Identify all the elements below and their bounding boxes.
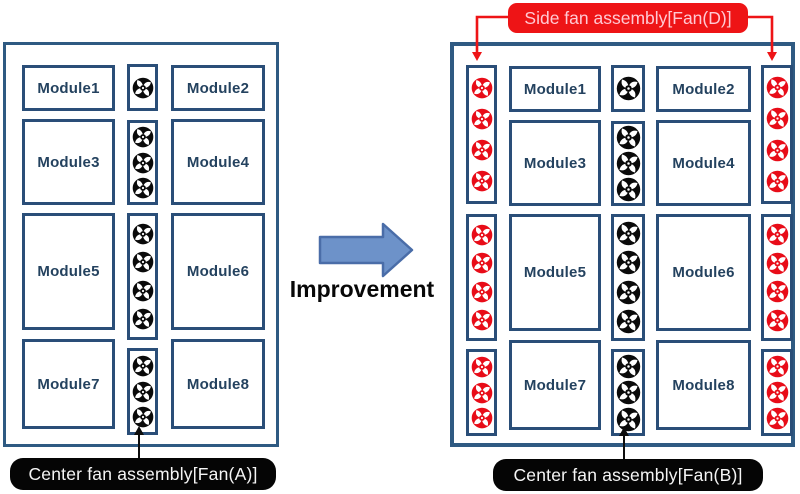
module-box: Module6 <box>171 213 265 330</box>
module-box: Module1 <box>22 65 115 111</box>
module-label: Module1 <box>37 79 100 97</box>
fan-icon <box>616 280 640 304</box>
fan-icon <box>471 382 492 403</box>
module-box: Module5 <box>509 214 601 331</box>
side-fan-section-left <box>466 349 497 436</box>
fan-icon <box>766 355 788 378</box>
fan-icon <box>616 380 640 405</box>
module-box: Module5 <box>22 213 115 330</box>
fan-icon <box>471 310 492 331</box>
module-box: Module7 <box>509 340 601 430</box>
center-fan-section <box>127 348 158 435</box>
fan-icon <box>616 76 640 101</box>
fan-icon <box>616 407 640 431</box>
side-fan-section-right <box>761 349 793 436</box>
fan-icon <box>132 177 153 199</box>
fan-icon <box>132 152 153 173</box>
center-fan-section <box>611 65 645 112</box>
fan-icon <box>132 355 153 377</box>
module-box: Module4 <box>171 119 265 205</box>
module-label: Module3 <box>523 154 587 172</box>
fan-icon <box>471 356 492 378</box>
fan-icon <box>766 139 788 161</box>
side-fan-section-right <box>761 65 793 204</box>
fan-icon <box>471 108 492 130</box>
side-fan-section-left <box>466 214 497 341</box>
module-label: Module4 <box>186 153 250 171</box>
center-fan-section <box>127 64 158 111</box>
fan-icon <box>616 125 640 150</box>
module-box: Module8 <box>656 340 751 430</box>
module-box: Module8 <box>171 339 265 429</box>
module-box: Module3 <box>22 119 115 205</box>
module-label: Module1 <box>523 80 587 98</box>
fan-icon <box>471 281 492 303</box>
fan-icon <box>766 108 788 130</box>
fan-icon <box>766 170 788 193</box>
module-label: Module2 <box>672 80 735 98</box>
module-box: Module6 <box>656 214 751 331</box>
fan-icon <box>766 309 788 332</box>
fan-icon <box>766 407 788 430</box>
module-box: Module3 <box>509 120 601 206</box>
fan-icon <box>616 251 640 275</box>
center-fan-section <box>127 120 158 205</box>
module-label: Module5 <box>37 263 100 280</box>
side-fan-assembly-label: Side fan assembly[Fan(D)] <box>508 3 748 33</box>
module-box: Module7 <box>22 339 115 429</box>
side-fan-section-left <box>466 65 497 204</box>
fan-icon <box>471 170 492 192</box>
fan-icon <box>616 354 640 378</box>
fan-icon <box>616 177 640 202</box>
module-label: Module8 <box>186 375 250 393</box>
fan-icon <box>132 126 153 148</box>
improvement-arrow-icon <box>318 222 414 278</box>
center-fan-section <box>127 213 158 340</box>
fan-icon <box>766 252 788 274</box>
center-fan-section <box>611 121 645 206</box>
module-label: Module6 <box>186 263 250 280</box>
module-box: Module4 <box>656 120 751 206</box>
fan-icon <box>616 151 640 176</box>
fan-icon <box>132 381 153 402</box>
fan-icon <box>132 251 153 273</box>
after-center-fan-label: Center fan assembly[Fan(B)] <box>493 459 763 491</box>
side-fan-section-right <box>761 214 793 341</box>
center-fan-section <box>611 214 645 341</box>
module-label: Module3 <box>37 153 100 171</box>
fan-icon <box>766 381 788 404</box>
fan-icon <box>766 76 788 99</box>
fan-icon <box>132 77 153 98</box>
module-label: Module4 <box>672 154 735 172</box>
fan-icon <box>616 221 640 246</box>
fan-icon <box>471 77 492 99</box>
module-box: Module2 <box>656 66 751 112</box>
fan-icon <box>471 252 492 274</box>
module-label: Module7 <box>523 376 587 394</box>
fan-icon <box>132 309 153 330</box>
module-label: Module6 <box>672 264 735 281</box>
module-label: Module8 <box>672 376 735 394</box>
improvement-caption: Improvement <box>289 276 435 302</box>
center-fan-section <box>611 349 645 436</box>
module-label: Module5 <box>523 264 587 281</box>
fan-icon <box>471 139 492 161</box>
module-box: Module2 <box>171 65 265 111</box>
fan-icon <box>616 309 640 333</box>
fan-icon <box>471 224 492 245</box>
before-center-fan-label: Center fan assembly[Fan(A)] <box>10 458 276 490</box>
fan-icon <box>132 406 153 428</box>
module-box: Module1 <box>509 66 601 112</box>
fan-icon <box>766 281 788 303</box>
fan-icon <box>471 407 492 429</box>
module-label: Module2 <box>186 79 250 97</box>
fan-icon <box>766 223 788 246</box>
fan-icon <box>132 280 153 302</box>
fan-icon <box>132 223 153 244</box>
module-label: Module7 <box>37 375 100 393</box>
